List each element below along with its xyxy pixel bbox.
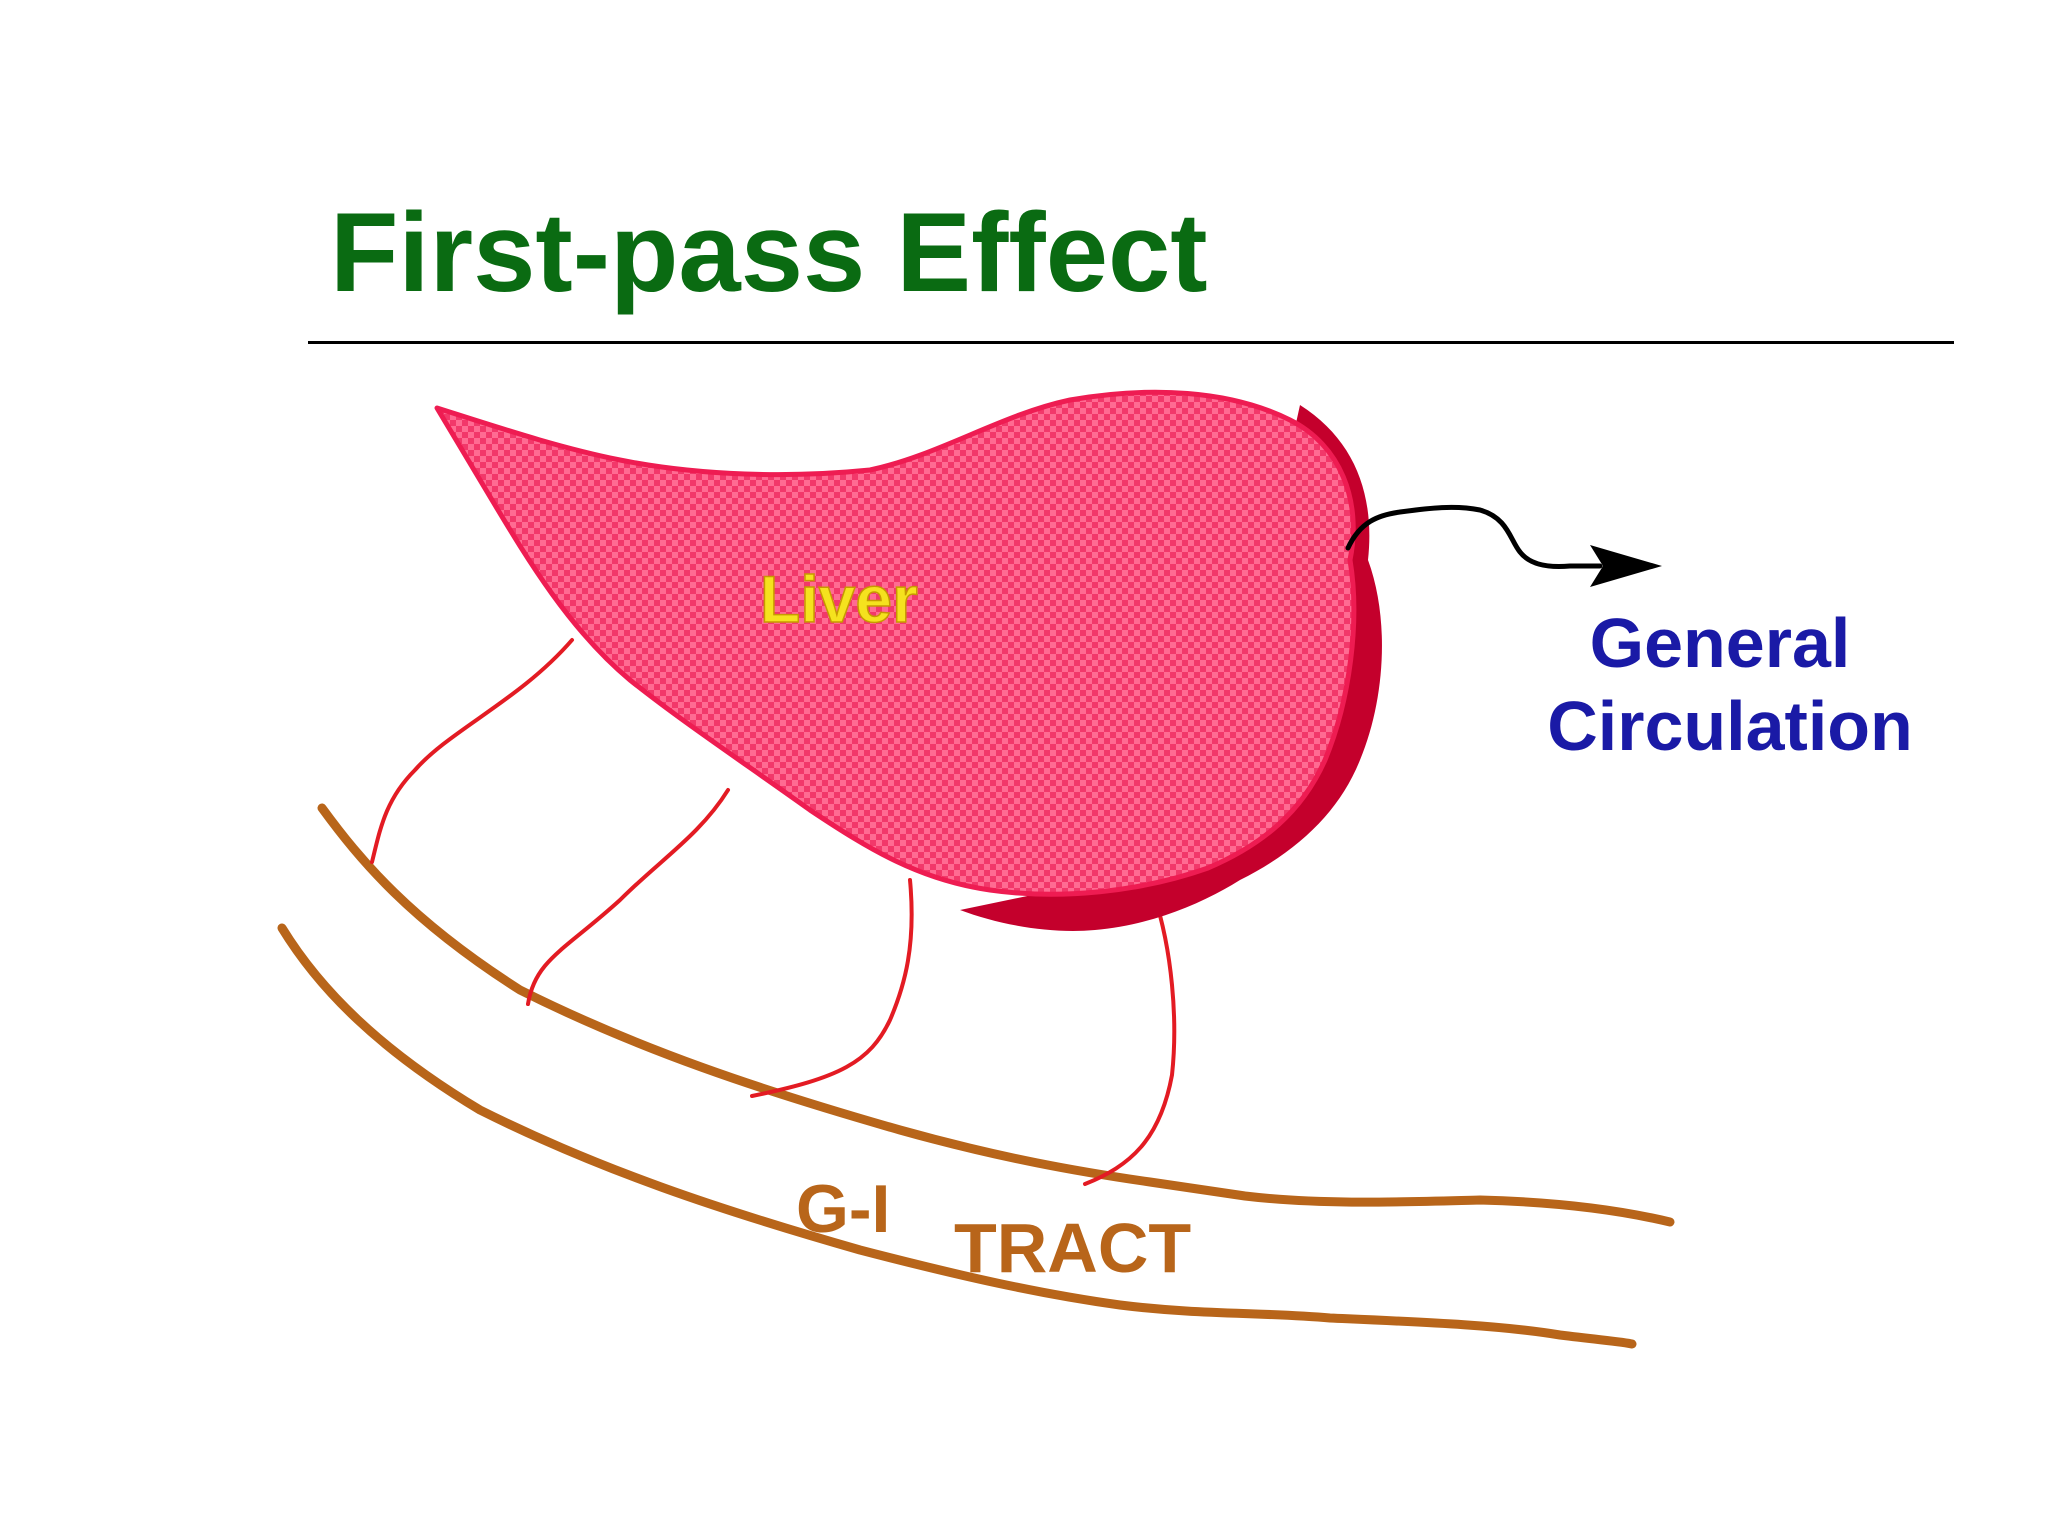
- gi-tract-label: G-I TRACT: [796, 1171, 1191, 1287]
- general-circulation-label: General Circulation: [1547, 604, 1913, 765]
- gi-tract-lower-wall: [277, 923, 1637, 1349]
- gi-tract: [277, 803, 1675, 1349]
- outflow-arrow: [1345, 504, 1662, 587]
- general-circulation-line-1: General: [1590, 604, 1851, 682]
- slide-title: First-pass Effect: [330, 190, 1208, 315]
- arrow-head-icon: [1590, 545, 1662, 587]
- liver-label: Liver: [760, 562, 918, 636]
- vessel-1: [370, 638, 574, 864]
- liver-body: [434, 389, 1357, 897]
- liver: Liver: [434, 389, 1382, 931]
- gi-tract-label-part-1: G-I: [796, 1171, 890, 1247]
- vessel-3: [750, 878, 914, 1098]
- gi-tract-label-part-2: TRACT: [954, 1209, 1191, 1287]
- general-circulation-line-2: Circulation: [1547, 687, 1913, 765]
- outflow-line: [1345, 504, 1603, 570]
- title-divider: [308, 341, 1954, 344]
- vessel-2: [526, 788, 730, 1006]
- gi-tract-upper-wall: [317, 803, 1675, 1227]
- portal-vessels: [370, 638, 1177, 1186]
- vessel-4: [1083, 893, 1177, 1186]
